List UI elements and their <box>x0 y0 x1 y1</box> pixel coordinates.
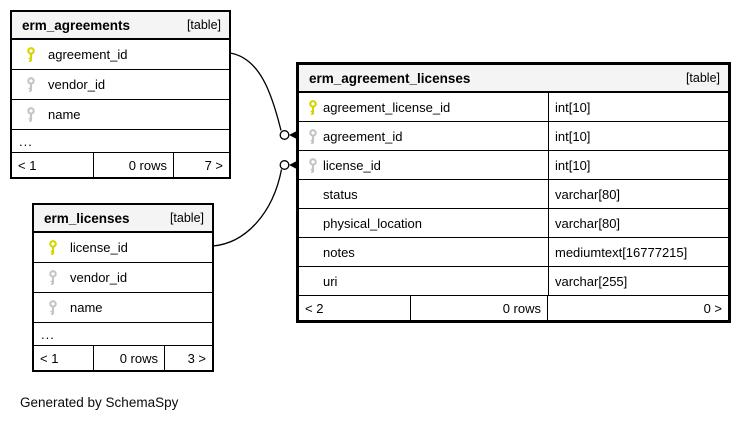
column-type: varchar[80] <box>555 186 621 202</box>
table-header: erm_licenses [table] <box>34 205 212 233</box>
footer-row-count: 0 rows <box>94 153 174 177</box>
column-name: agreement_license_id <box>323 99 451 115</box>
table-type-badge: [table] <box>186 18 221 32</box>
table-type-badge: [table] <box>169 211 204 225</box>
column-name-cell: uri <box>299 267 549 295</box>
footer-left-nav: < 1 <box>34 346 94 370</box>
generated-by-note: Generated by SchemaSpy <box>20 395 179 410</box>
column-name-cell: name <box>12 100 229 129</box>
footer-left-nav: < 2 <box>299 296 411 320</box>
column-name: physical_location <box>323 215 423 231</box>
column-row: agreement_license_id int[10] <box>299 93 728 122</box>
table-name[interactable]: erm_licenses <box>44 210 130 226</box>
key-icon <box>12 77 48 92</box>
table-name[interactable]: erm_agreement_licenses <box>309 70 471 86</box>
column-name: license_id <box>323 157 381 173</box>
table-type-badge: [table] <box>685 71 720 85</box>
column-name: status <box>323 186 358 202</box>
column-name-cell: license_id <box>34 233 212 262</box>
column-name: uri <box>323 273 338 289</box>
column-row: notes mediumtext[16777215] <box>299 238 728 267</box>
column-name-cell: status <box>299 180 549 208</box>
table-node-erm-agreement-licenses[interactable]: erm_agreement_licenses [table] agreement_l… <box>296 62 731 323</box>
primary-key-icon <box>12 47 48 62</box>
column-row: name <box>34 293 212 323</box>
column-name-cell: notes <box>299 238 549 266</box>
column-name: name <box>48 107 81 122</box>
column-row: physical_location varchar[80] <box>299 209 728 238</box>
column-name: agreement_id <box>323 128 403 144</box>
key-icon <box>299 157 323 173</box>
column-name-cell: physical_location <box>299 209 549 237</box>
column-row: uri varchar[255] <box>299 267 728 296</box>
column-type: mediumtext[16777215] <box>555 244 688 260</box>
column-name: notes <box>323 244 355 260</box>
column-name: vendor_id <box>70 270 128 285</box>
column-row: agreement_id <box>12 40 229 70</box>
fk-edge-agreement-id <box>229 52 298 140</box>
column-row: agreement_id int[10] <box>299 122 728 151</box>
primary-key-icon <box>34 240 70 255</box>
column-row: license_id <box>34 233 212 263</box>
column-type: varchar[255] <box>555 273 628 289</box>
key-icon <box>34 270 70 285</box>
footer-row-count: 0 rows <box>411 296 548 320</box>
footer-left-nav: < 1 <box>12 153 94 177</box>
footer-right-nav: 7 > <box>204 157 223 173</box>
column-name-cell: agreement_id <box>299 122 549 150</box>
column-row: vendor_id <box>12 70 229 100</box>
ellipsis-row: ... <box>12 130 229 153</box>
column-name-cell: vendor_id <box>34 263 212 292</box>
key-icon <box>299 128 323 144</box>
primary-key-icon <box>299 99 323 115</box>
column-name: vendor_id <box>48 77 106 92</box>
table-header: erm_agreement_licenses [table] <box>299 65 728 93</box>
column-row: status varchar[80] <box>299 180 728 209</box>
table-name[interactable]: erm_agreements <box>22 17 131 33</box>
column-type: varchar[80] <box>555 215 621 231</box>
ellipsis-row: ... <box>34 323 212 346</box>
table-node-erm-agreements[interactable]: erm_agreements [table] agreement_id vendor_… <box>10 10 231 179</box>
column-name-cell: agreement_license_id <box>299 93 549 121</box>
footer-right-nav: 0 > <box>703 300 722 316</box>
column-name: agreement_id <box>48 47 128 62</box>
column-row: name <box>12 100 229 130</box>
key-icon <box>12 107 48 122</box>
cardinality-circle-icon <box>279 130 290 140</box>
column-name: license_id <box>70 240 128 255</box>
column-row: vendor_id <box>34 263 212 293</box>
column-name-cell: agreement_id <box>12 40 229 69</box>
column-name-cell: license_id <box>299 151 549 179</box>
key-icon <box>34 300 70 315</box>
column-type: int[10] <box>555 157 591 173</box>
column-name-cell: name <box>34 293 212 322</box>
column-type: int[10] <box>555 99 591 115</box>
column-row: license_id int[10] <box>299 151 728 180</box>
footer-right-nav: 3 > <box>187 350 206 366</box>
cardinality-circle-icon <box>279 160 290 170</box>
column-name-cell: vendor_id <box>12 70 229 99</box>
column-name: name <box>70 300 103 315</box>
table-header: erm_agreements [table] <box>12 12 229 40</box>
column-type: int[10] <box>555 128 591 144</box>
footer-row-count: 0 rows <box>94 346 165 370</box>
